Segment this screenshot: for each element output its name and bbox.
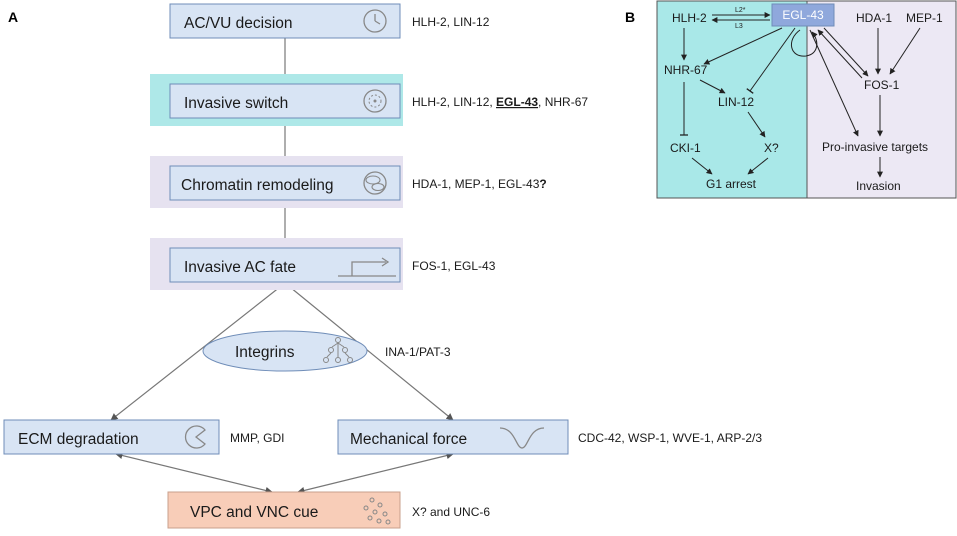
egl43-node-box — [771, 3, 835, 27]
nhr67-node: NHR-67 — [664, 63, 708, 77]
step-invasive-switch-label: Invasive switch — [184, 95, 288, 112]
step-mechanical-force: Mechanical force — [337, 419, 569, 455]
integrins-genes: INA-1/PAT-3 — [385, 345, 451, 359]
step-invasive-ac-fate: Invasive AC fate — [169, 247, 401, 283]
step-ac-vu-genes: HLH-2, LIN-12 — [412, 15, 490, 29]
egl-43-highlight: EGL-43 — [496, 95, 538, 109]
invasion-node: Invasion — [856, 179, 901, 193]
edge-label-bottom: L3 — [735, 23, 743, 30]
panel-b-left-region — [656, 0, 808, 199]
panel-b-edges — [680, 12, 921, 178]
gene-promoter-icon — [338, 257, 396, 277]
step-ac-vu-decision: AC/VU decision — [169, 3, 401, 39]
x-node: X? — [764, 141, 779, 155]
chromatin-icon — [363, 171, 387, 195]
ecm-genes: MMP, GDI — [230, 431, 284, 445]
panel-a-label: A — [8, 9, 18, 25]
mechanical-label: Mechanical force — [350, 431, 467, 448]
step-invasive-switch-genes: HLH-2, LIN-12, EGL-43, NHR-67 — [412, 95, 588, 109]
fos1-node: FOS-1 — [864, 78, 900, 92]
step-chromatin-label: Chromatin remodeling — [181, 177, 334, 194]
dots-cluster-icon — [363, 497, 391, 525]
hda1-node: HDA-1 — [856, 11, 892, 25]
clock-icon — [363, 9, 387, 33]
hlh2-node: HLH-2 — [672, 11, 707, 25]
step-vpc-vnc-cue: VPC and VNC cue — [167, 491, 401, 529]
step-chromatin-genes: HDA-1, MEP-1, EGL-43? — [412, 177, 547, 191]
step-ac-fate-genes: FOS-1, EGL-43 — [412, 259, 496, 273]
edge-label-top: L2* — [735, 7, 746, 14]
integrins-label: Integrins — [235, 344, 295, 361]
mechanical-genes: CDC-42, WSP-1, WVE-1, ARP-2/3 — [578, 431, 762, 445]
cki1-node: CKI-1 — [670, 141, 701, 155]
panel-b-right-region — [806, 0, 957, 199]
lin12-node: LIN-12 — [718, 95, 754, 109]
cell-cycle-icon — [363, 89, 387, 113]
step-integrins: Integrins — [202, 330, 368, 372]
pro-invasive-targets-node: Pro-invasive targets — [822, 140, 928, 154]
step-invasive-switch: Invasive switch — [169, 83, 401, 119]
pacman-icon — [184, 425, 206, 449]
step-ecm-degradation: ECM degradation — [3, 419, 220, 455]
ecm-label: ECM degradation — [18, 431, 139, 448]
step-ac-fate-label: Invasive AC fate — [184, 259, 296, 276]
step-chromatin-remodeling: Chromatin remodeling — [169, 165, 401, 201]
vpc-genes: X? and UNC-6 — [412, 505, 490, 519]
step-ac-vu-label: AC/VU decision — [184, 15, 293, 32]
mep1-node: MEP-1 — [906, 11, 943, 25]
panel-a-connectors — [110, 38, 454, 494]
integrin-icon — [323, 337, 353, 363]
egl43-node: EGL-43 — [782, 8, 824, 22]
g1-arrest-node: G1 arrest — [706, 177, 757, 191]
vpc-label: VPC and VNC cue — [190, 504, 318, 521]
membrane-dip-icon — [499, 427, 545, 449]
panel-b-label: B — [625, 9, 635, 25]
